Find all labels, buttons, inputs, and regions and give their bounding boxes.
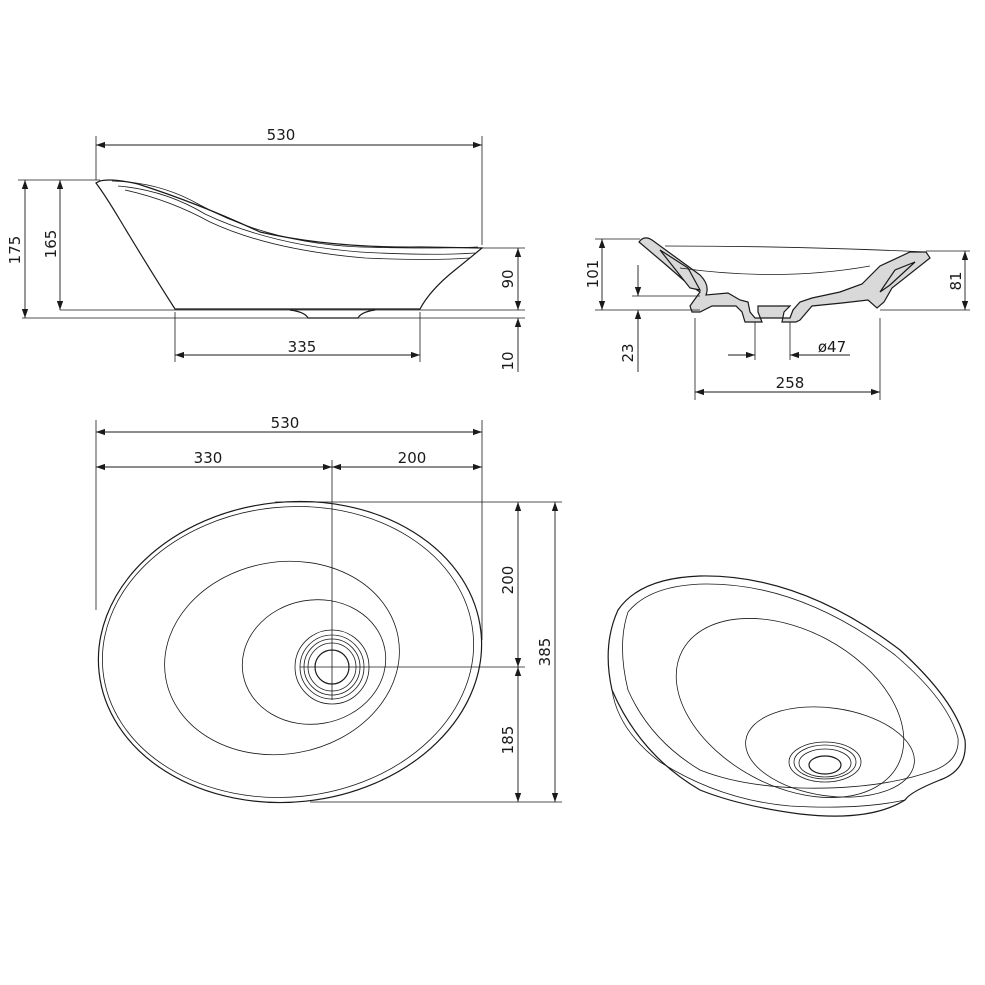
top-view: 530 330 200 200 185 385	[95, 414, 562, 804]
section-height-label: 101	[584, 260, 602, 289]
section-bowl-surface	[679, 265, 871, 275]
side-drain	[289, 309, 376, 319]
iso-outer-shell	[607, 575, 966, 817]
side-overall-height-label: 175	[6, 236, 24, 265]
top-drain-left-label: 330	[194, 449, 223, 467]
side-bowl-height-label: 165	[42, 230, 60, 259]
isometric-view	[607, 575, 966, 817]
section-rim-height-label: 81	[947, 271, 965, 290]
side-inner-rim	[111, 180, 479, 249]
section-view: 101 81 23 ø47 258	[584, 237, 970, 400]
side-rim-height-label: 90	[499, 269, 517, 288]
top-drain-top-label: 200	[499, 566, 517, 595]
iso-bowl-contour-2	[745, 706, 915, 798]
top-drain-bottom-label: 185	[499, 726, 517, 755]
top-bowl-contour-2	[241, 599, 387, 725]
iso-bowl-contour	[675, 618, 905, 798]
section-profile	[638, 237, 931, 323]
section-drain-depth-label: 23	[619, 343, 637, 362]
side-inner-rim-3	[124, 189, 471, 260]
side-length-label: 530	[267, 126, 296, 144]
section-drain-diameter-label: ø47	[818, 338, 846, 356]
side-basin-outline	[95, 179, 484, 310]
iso-drain	[788, 741, 862, 783]
section-inner-web	[659, 249, 702, 291]
section-base-width-label: 258	[776, 374, 805, 392]
top-width-label: 385	[536, 638, 554, 667]
top-inner-rim	[101, 506, 475, 798]
top-bowl-contour	[164, 560, 400, 756]
side-view: 530 175 165 90 10 335	[6, 126, 525, 372]
top-length-label: 530	[271, 414, 300, 432]
iso-rim-band	[611, 689, 906, 808]
side-base-width-label: 335	[288, 338, 317, 356]
section-inner-web-2	[879, 261, 916, 293]
iso-inner-rim	[622, 583, 959, 789]
top-drain-right-label: 200	[398, 449, 427, 467]
section-bowl-top	[664, 245, 926, 253]
top-outer-rim	[97, 500, 483, 804]
side-base-recess-label: 10	[499, 351, 517, 370]
side-inner-rim-2	[117, 185, 476, 255]
